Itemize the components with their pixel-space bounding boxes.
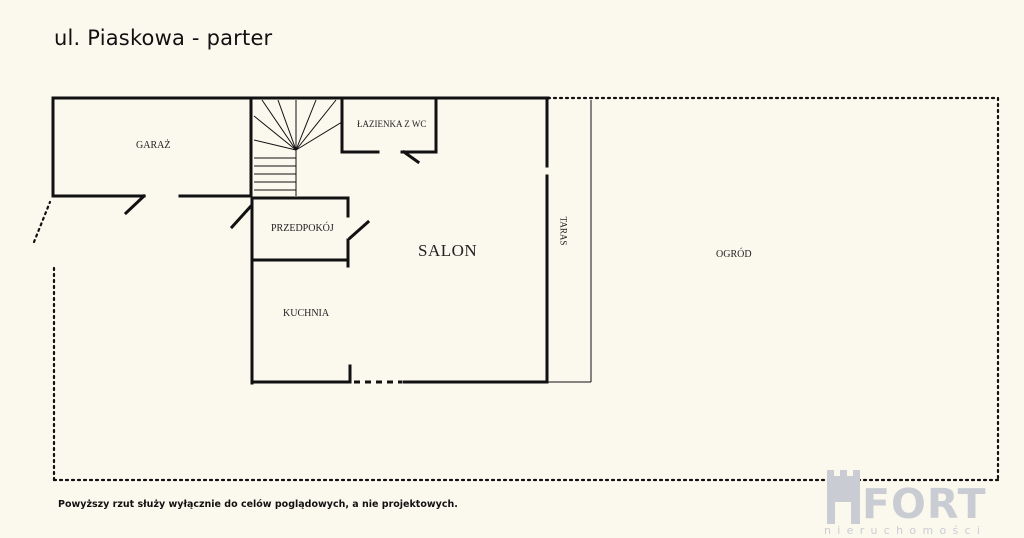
door-swings: [123, 149, 421, 241]
room-label-salon: SALON: [418, 241, 478, 260]
tower-icon: [827, 470, 860, 524]
disclaimer-text: Powyższy rzut służy wyłącznie do celów p…: [58, 499, 458, 510]
room-label-lazienka: ŁAZIENKA Z WC: [357, 119, 427, 129]
room-label-garaz: GARAŻ: [136, 140, 171, 151]
room-label-taras: TARAS: [558, 216, 569, 246]
page-title: ul. Piaskowa - parter: [54, 26, 273, 50]
room-label-kuchnia: KUCHNIA: [283, 308, 330, 319]
logo-word: FORT: [862, 480, 987, 528]
exterior-walls: [51, 96, 550, 385]
staircase: [253, 99, 343, 196]
dashed-walls: [250, 104, 549, 384]
bathroom-walls: [340, 96, 438, 154]
logo-tagline: nieruchomości: [824, 524, 987, 537]
room-label-ogrod: OGRÓD: [716, 249, 752, 260]
hallway-walls: [250, 196, 350, 268]
terrace-outline: [548, 100, 592, 383]
room-label-przedpokoj: PRZEDPOKÓJ: [271, 223, 334, 234]
fort-logo: FORT nieruchomości: [822, 466, 1022, 538]
garden-boundary: [32, 96, 1000, 482]
